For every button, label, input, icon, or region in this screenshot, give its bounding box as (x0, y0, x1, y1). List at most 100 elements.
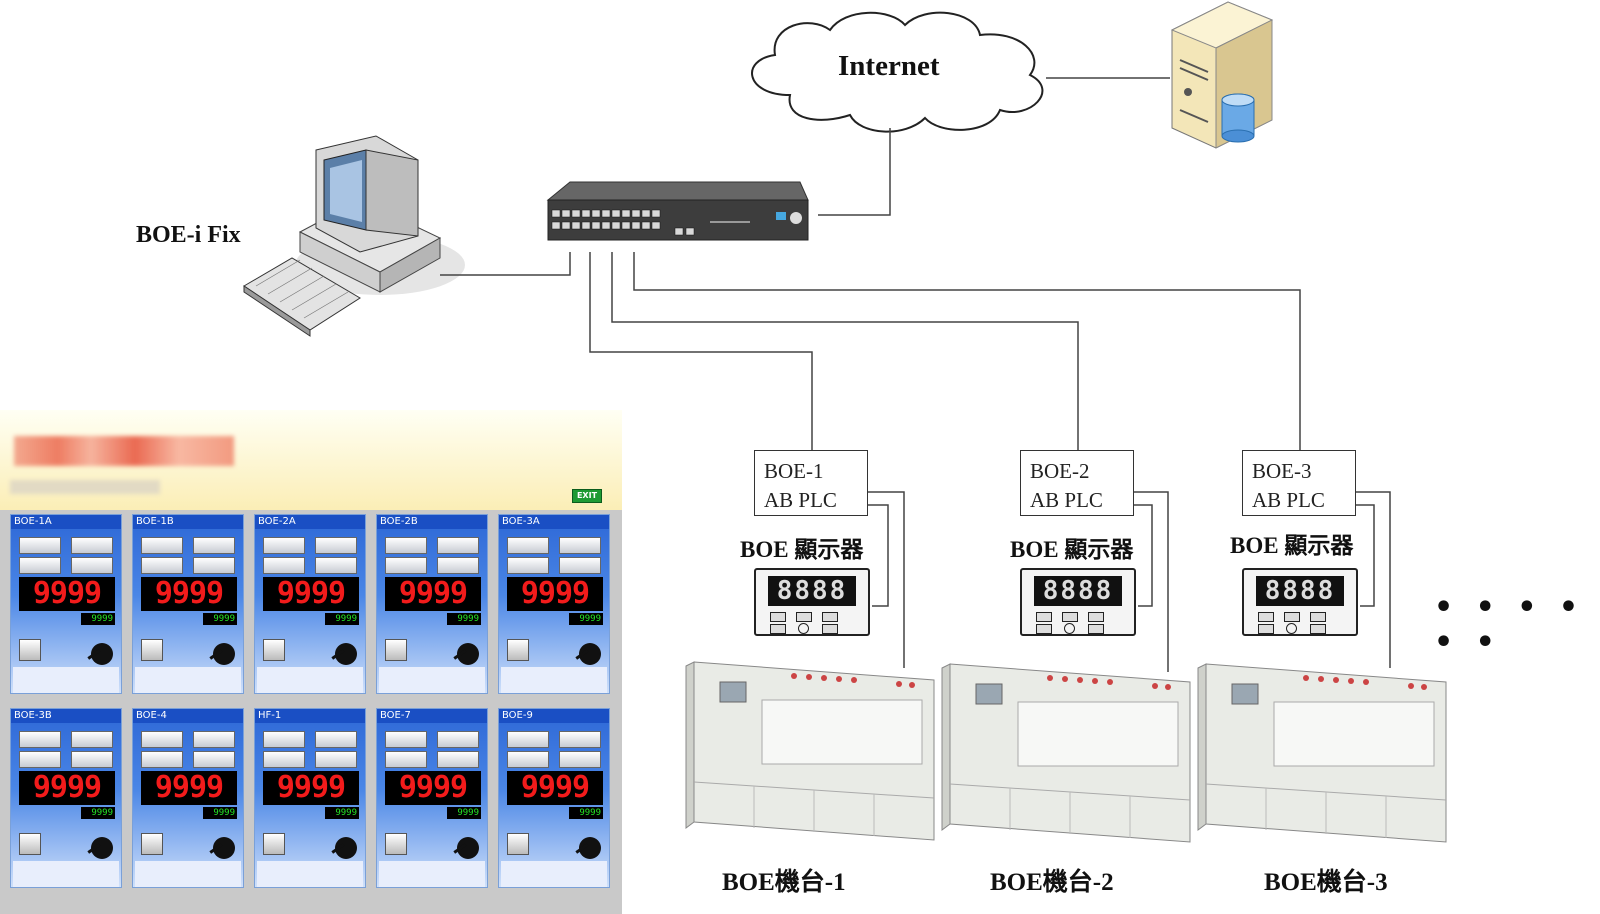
status-button[interactable] (193, 731, 235, 748)
reset-button[interactable] (385, 639, 407, 661)
machine-status-card[interactable]: BOE-1A 9999 9999 (10, 514, 122, 694)
counter-readout: 9999 (141, 771, 237, 805)
status-button[interactable] (559, 557, 601, 574)
status-button[interactable] (141, 557, 183, 574)
status-button[interactable] (385, 537, 427, 554)
plc-type: AB PLC (764, 488, 837, 512)
status-button[interactable] (141, 537, 183, 554)
mode-knob-icon[interactable] (213, 837, 235, 859)
status-button[interactable] (385, 557, 427, 574)
display-label-2: BOE 顯示器 (1010, 537, 1134, 562)
status-button[interactable] (559, 751, 601, 768)
reset-button[interactable] (385, 833, 407, 855)
plc-box-1: BOE-1 AB PLC (754, 450, 868, 516)
plc-wiring (868, 491, 1391, 672)
sub-counter-readout: 9999 (203, 613, 237, 625)
status-button[interactable] (315, 557, 357, 574)
network-switch-icon (546, 181, 809, 241)
machine-image-2 (941, 663, 1191, 843)
status-button[interactable] (385, 731, 427, 748)
machine-status-card[interactable]: BOE-9 9999 9999 (498, 708, 610, 888)
status-button[interactable] (71, 557, 113, 574)
status-button[interactable] (263, 751, 305, 768)
status-button[interactable] (437, 751, 479, 768)
status-button[interactable] (19, 557, 61, 574)
status-button[interactable] (193, 751, 235, 768)
reset-button[interactable] (19, 639, 41, 661)
machine-status-card[interactable]: BOE-3B 9999 9999 (10, 708, 122, 888)
machine-status-card[interactable]: BOE-7 9999 9999 (376, 708, 488, 888)
machine-status-card[interactable]: BOE-2A 9999 9999 (254, 514, 366, 694)
scada-monitor-panel: EXIT BOE-1A 9999 9999 BOE-1B 9999 9999 B… (0, 410, 622, 914)
status-button[interactable] (19, 537, 61, 554)
status-button[interactable] (141, 731, 183, 748)
status-button[interactable] (507, 537, 549, 554)
status-button[interactable] (71, 537, 113, 554)
status-button[interactable] (193, 537, 235, 554)
machine-label-3: BOE機台-3 (1264, 869, 1388, 896)
status-button[interactable] (263, 557, 305, 574)
mode-knob-icon[interactable] (213, 643, 235, 665)
status-button[interactable] (263, 731, 305, 748)
reset-button[interactable] (141, 833, 163, 855)
mode-knob-icon[interactable] (335, 643, 357, 665)
sub-counter-readout: 9999 (203, 807, 237, 819)
mode-knob-icon[interactable] (579, 837, 601, 859)
status-button[interactable] (385, 751, 427, 768)
status-button[interactable] (315, 537, 357, 554)
reset-button[interactable] (507, 639, 529, 661)
reset-button[interactable] (19, 833, 41, 855)
status-button[interactable] (315, 751, 357, 768)
card-title: BOE-2B (377, 515, 487, 529)
plc-type: AB PLC (1030, 488, 1103, 512)
status-button[interactable] (437, 731, 479, 748)
machine-status-card[interactable]: BOE-1B 9999 9999 (132, 514, 244, 694)
status-button[interactable] (19, 731, 61, 748)
status-button[interactable] (507, 731, 549, 748)
counter-readout: 9999 (263, 577, 359, 611)
status-button[interactable] (559, 731, 601, 748)
reset-button[interactable] (263, 639, 285, 661)
mode-knob-icon[interactable] (91, 643, 113, 665)
sub-counter-readout: 9999 (569, 613, 603, 625)
card-title: HF-1 (255, 709, 365, 723)
machine-status-card[interactable]: BOE-4 9999 9999 (132, 708, 244, 888)
counter-readout: 9999 (385, 771, 481, 805)
status-button[interactable] (263, 537, 305, 554)
status-button[interactable] (71, 751, 113, 768)
display-unit-2: 8888 (1020, 568, 1136, 636)
status-button[interactable] (437, 537, 479, 554)
sub-counter-readout: 9999 (325, 807, 359, 819)
mode-knob-icon[interactable] (91, 837, 113, 859)
card-footer (257, 667, 363, 693)
reset-button[interactable] (141, 639, 163, 661)
status-button[interactable] (507, 557, 549, 574)
status-button[interactable] (507, 751, 549, 768)
card-footer (135, 861, 241, 887)
sub-counter-readout: 9999 (325, 613, 359, 625)
status-button[interactable] (315, 731, 357, 748)
exit-button[interactable]: EXIT (572, 489, 602, 503)
machine-status-card[interactable]: BOE-2B 9999 9999 (376, 514, 488, 694)
status-button[interactable] (559, 537, 601, 554)
link-switch-plc1 (589, 252, 813, 450)
mode-knob-icon[interactable] (457, 643, 479, 665)
sub-counter-readout: 9999 (81, 807, 115, 819)
card-footer (13, 861, 119, 887)
status-button[interactable] (437, 557, 479, 574)
reset-button[interactable] (263, 833, 285, 855)
card-footer (501, 667, 607, 693)
status-button[interactable] (71, 731, 113, 748)
status-button[interactable] (19, 751, 61, 768)
card-title: BOE-1A (11, 515, 121, 529)
mode-knob-icon[interactable] (579, 643, 601, 665)
reset-button[interactable] (507, 833, 529, 855)
status-button[interactable] (141, 751, 183, 768)
machine-status-card[interactable]: BOE-3A 9999 9999 (498, 514, 610, 694)
counter-readout: 9999 (507, 771, 603, 805)
status-button[interactable] (193, 557, 235, 574)
mode-knob-icon[interactable] (457, 837, 479, 859)
mode-knob-icon[interactable] (335, 837, 357, 859)
machine-status-card[interactable]: HF-1 9999 9999 (254, 708, 366, 888)
card-footer (13, 667, 119, 693)
